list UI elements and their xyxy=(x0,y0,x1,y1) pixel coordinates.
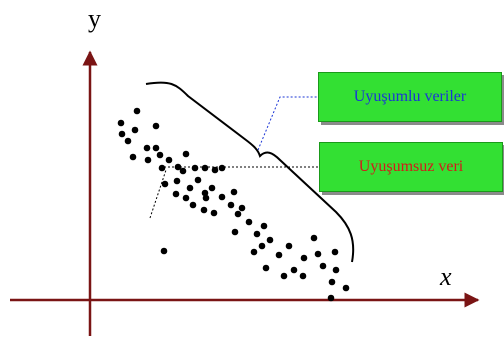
data-point xyxy=(332,266,340,274)
data-point xyxy=(280,272,288,280)
consistent-data-label: Uyuşumlu veriler xyxy=(353,88,467,105)
data-point xyxy=(182,194,190,202)
data-point xyxy=(194,176,202,184)
data-point xyxy=(143,144,151,152)
data-point xyxy=(172,190,180,198)
data-point xyxy=(245,218,253,226)
data-point xyxy=(133,107,141,115)
data-point xyxy=(234,210,242,218)
data-point xyxy=(319,262,327,270)
data-point xyxy=(189,201,197,209)
data-point xyxy=(186,184,194,192)
data-point xyxy=(218,193,226,201)
y-axis-label: y xyxy=(88,4,101,33)
data-point xyxy=(266,236,274,244)
data-point xyxy=(227,201,235,209)
data-point xyxy=(299,272,307,280)
data-point xyxy=(285,242,293,250)
data-point xyxy=(191,164,199,172)
data-point xyxy=(131,126,139,134)
data-point xyxy=(290,266,298,274)
data-point xyxy=(331,248,339,256)
data-point xyxy=(238,204,246,212)
data-point xyxy=(258,242,266,250)
data-point xyxy=(275,251,283,259)
data-point xyxy=(158,164,166,172)
data-point xyxy=(310,234,318,242)
data-point xyxy=(152,122,160,130)
data-point xyxy=(201,164,209,172)
data-point xyxy=(250,248,258,256)
consistent-leader xyxy=(257,96,318,151)
data-point xyxy=(179,167,187,175)
data-point xyxy=(201,189,209,197)
data-point xyxy=(182,150,190,158)
data-point xyxy=(327,294,335,302)
data-point xyxy=(230,188,238,196)
data-point xyxy=(160,247,168,255)
data-point xyxy=(218,164,226,172)
data-point xyxy=(165,156,173,164)
data-point xyxy=(342,284,350,292)
data-point xyxy=(253,230,261,238)
x-axis-label: x xyxy=(439,262,452,291)
data-point xyxy=(161,180,169,188)
data-point xyxy=(210,209,218,217)
inconsistent-pointer xyxy=(149,169,167,219)
data-point xyxy=(231,228,239,236)
data-point xyxy=(118,130,126,138)
consistent-brace xyxy=(145,81,355,263)
data-point xyxy=(124,137,132,145)
data-point xyxy=(208,184,216,192)
data-point xyxy=(202,194,210,202)
data-point xyxy=(173,177,181,185)
data-point xyxy=(152,144,160,152)
data-point xyxy=(300,254,308,262)
data-point xyxy=(262,264,270,272)
data-point xyxy=(156,151,164,159)
data-point xyxy=(200,206,208,214)
data-point xyxy=(129,153,137,161)
data-point xyxy=(117,119,125,127)
data-point xyxy=(174,163,182,171)
data-points xyxy=(117,107,350,302)
data-point xyxy=(211,166,219,174)
inconsistent-data-callout: Uyuşumsuz veri xyxy=(319,142,503,192)
data-point xyxy=(314,250,322,258)
data-point xyxy=(260,222,268,230)
data-point xyxy=(328,278,336,286)
consistent-data-callout: Uyuşumlu veriler xyxy=(318,72,502,122)
inconsistent-data-label: Uyuşumsuz veri xyxy=(358,158,464,175)
data-point xyxy=(144,156,152,164)
